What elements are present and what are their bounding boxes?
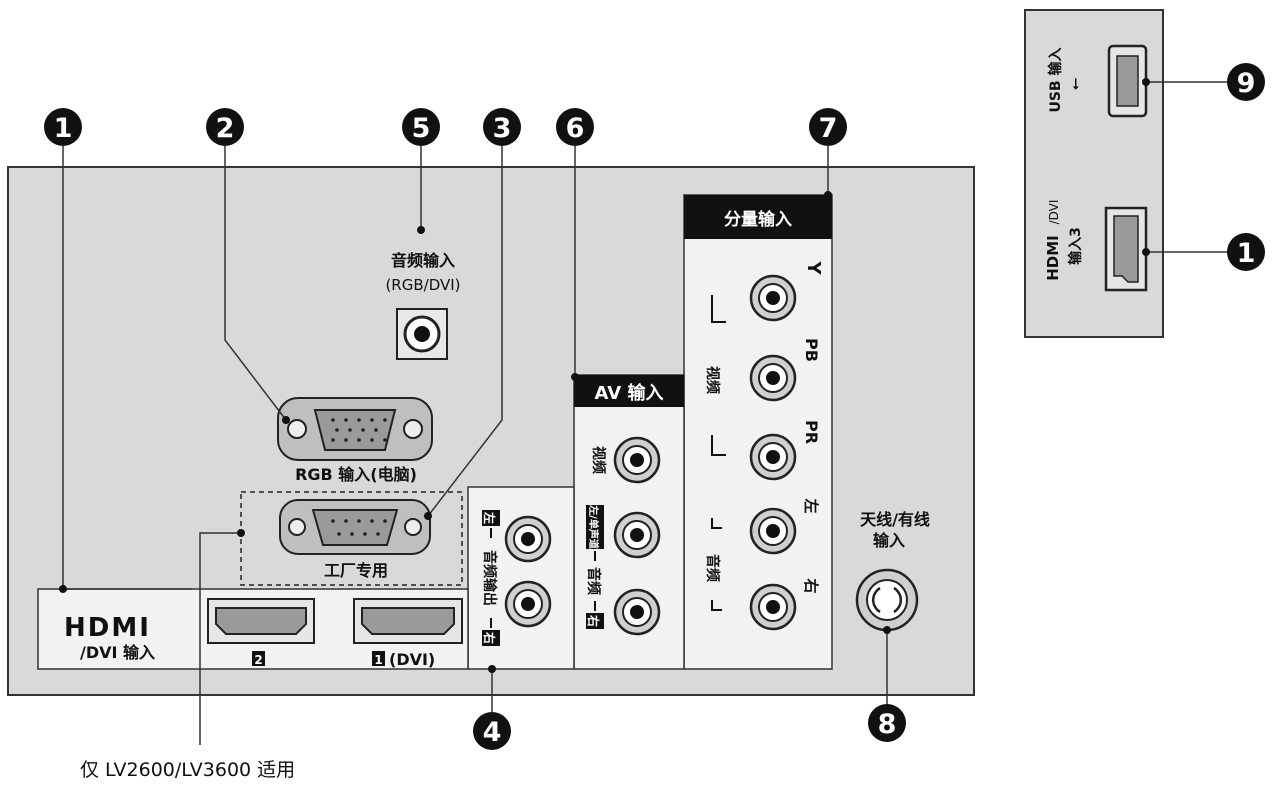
callout-8: 8 — [868, 704, 906, 742]
callout-6: 6 — [556, 108, 594, 146]
side-hdmi-in3-label: 输入3 — [1067, 227, 1084, 265]
hdmi-port-2-badge — [252, 651, 265, 666]
usb-port — [1107, 44, 1148, 118]
av-left-mono-jack — [613, 511, 661, 559]
callout-7: 7 — [809, 108, 847, 146]
callout-2: 2 — [206, 108, 244, 146]
leader-8-dot — [883, 626, 891, 634]
leader-footnote-dot — [237, 529, 245, 537]
svg-text:7: 7 — [819, 113, 838, 144]
callout-5: 5 — [402, 108, 440, 146]
comp-pb-jack — [749, 354, 797, 402]
leader-2 — [224, 146, 287, 421]
hdmi-port-1-badge — [372, 651, 385, 666]
hdmi-port-2-label: 2 — [254, 653, 262, 667]
av-header-bg — [574, 375, 684, 407]
leader-2-dot — [282, 416, 290, 424]
svg-text:音频: 音频 — [585, 567, 602, 595]
antenna-sublabel: 输入 — [873, 531, 905, 550]
av-right-jack — [613, 588, 661, 636]
audio-out-vertical-label: 左 音频输出 右 — [481, 510, 500, 646]
svg-text:1: 1 — [1237, 238, 1256, 269]
factory-label: 工厂专用 — [324, 561, 388, 580]
comp-video-bracket — [711, 295, 726, 456]
hdmi-dvi-in-label: /DVI 输入 — [80, 643, 155, 662]
comp-y-jack — [749, 274, 797, 322]
av-video-label: 视频 — [590, 446, 607, 474]
comp-y-label: Y — [803, 260, 824, 275]
svg-text:左/单声道: 左/单声道 — [587, 504, 600, 549]
callout-1: 1 — [44, 108, 82, 146]
side-hdmi-logo: HDMI — [1044, 235, 1062, 281]
svg-text:5: 5 — [412, 113, 431, 144]
component-in-label: 分量输入 — [724, 209, 792, 230]
svg-text:3: 3 — [493, 113, 512, 144]
comp-right-jack — [749, 583, 797, 631]
comp-pr-jack — [749, 433, 797, 481]
audio-out-right-jack — [504, 580, 552, 628]
leader-4-dot — [488, 665, 496, 673]
comp-video-label: 视频 — [704, 366, 721, 394]
callout-9: 9 — [1227, 63, 1265, 101]
antenna-port — [855, 568, 919, 632]
hdmi-port-1 — [353, 598, 463, 644]
svg-text:右: 右 — [482, 631, 497, 644]
usb-in-label: USB 输入 — [1047, 48, 1064, 113]
hdmi-port-2 — [207, 598, 315, 644]
callout-4: 4 — [473, 712, 511, 750]
svg-text:4: 4 — [483, 717, 502, 748]
comp-left-jack — [749, 507, 797, 555]
svg-text:1: 1 — [54, 113, 73, 144]
rgb-vga-port — [277, 397, 433, 461]
comp-pb-label: PB — [802, 338, 821, 362]
svg-text:9: 9 — [1237, 68, 1256, 99]
side-hdmi-port — [1104, 206, 1148, 292]
callout-3: 3 — [483, 108, 521, 146]
rgb-in-label: RGB 输入(电脑) — [295, 465, 417, 484]
component-header-bg — [684, 195, 832, 239]
factory-serial-port — [279, 499, 431, 555]
hdmi-port-1-label: 1 — [374, 653, 382, 667]
av-audio-vertical-label: 左/单声道 音频 右 — [585, 504, 604, 629]
comp-left-label: 左 — [802, 497, 820, 513]
hdmi-port-1-suffix: (DVI) — [389, 650, 435, 669]
audio-in-label: 音频输入 — [391, 251, 455, 270]
leader-footnote — [199, 532, 241, 745]
leader-3-dot — [424, 512, 432, 520]
comp-right-label: 右 — [802, 578, 820, 593]
audio-in-jack — [396, 308, 448, 360]
svg-text:左: 左 — [482, 511, 497, 524]
leader-9-dot — [1142, 78, 1150, 86]
audio-in-sublabel: (RGB/DVI) — [385, 276, 460, 294]
audio-out-left-jack — [504, 515, 552, 563]
svg-text:8: 8 — [878, 709, 897, 740]
comp-pr-label: PR — [802, 420, 821, 444]
leader-side-1-dot — [1142, 248, 1150, 256]
leader-6-dot — [571, 373, 579, 381]
hdmi-logo: HDMI — [64, 613, 151, 643]
factory-dashed-box — [240, 491, 463, 586]
usb-icon: ⭠ — [1065, 77, 1084, 90]
antenna-label: 天线/有线 — [860, 510, 930, 529]
comp-audio-bracket — [711, 518, 722, 611]
leader-5-dot — [417, 226, 425, 234]
svg-text:音频输出: 音频输出 — [481, 550, 498, 606]
callout-side-1: 1 — [1227, 233, 1265, 271]
av-video-jack — [613, 436, 661, 484]
svg-text:6: 6 — [566, 113, 585, 144]
av-in-label: AV 输入 — [595, 382, 664, 404]
side-hdmi-dvi: /DVI — [1047, 200, 1061, 225]
svg-text:2: 2 — [216, 113, 235, 144]
footnote: 仅 LV2600/LV3600 适用 — [80, 759, 295, 781]
comp-audio-label: 音频 — [704, 554, 721, 582]
leader-3 — [427, 146, 503, 517]
svg-text:右: 右 — [586, 614, 601, 627]
leader-7-dot — [824, 191, 832, 199]
leader-1-dot — [59, 585, 67, 593]
